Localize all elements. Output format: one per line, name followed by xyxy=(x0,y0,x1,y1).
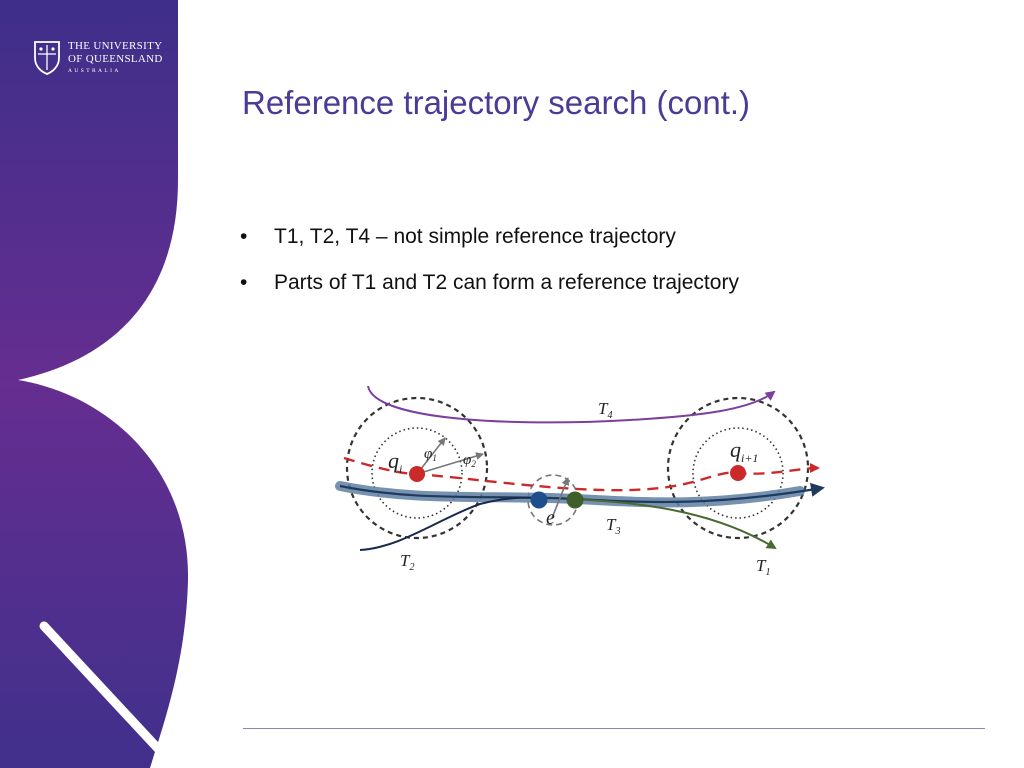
trajectory-t4 xyxy=(367,385,776,424)
bullet-marker: • xyxy=(240,271,248,294)
trajectory-t2 xyxy=(359,496,546,551)
trajectory-point-blue xyxy=(530,491,548,509)
label-qi: qi xyxy=(388,448,402,476)
slide-title: Reference trajectory search (cont.) xyxy=(242,84,751,121)
phi2-arrow xyxy=(416,452,484,475)
query-point-qi1 xyxy=(730,465,746,481)
bullet-text: T1, T2, T4 – not simple reference trajec… xyxy=(274,225,676,248)
logo-text-line1: THE UNIVERSITY xyxy=(68,40,163,52)
label-phi2: φ2 xyxy=(463,452,476,469)
logo-text-line3: AUSTRALIA xyxy=(68,68,121,74)
trajectory-t3 xyxy=(339,482,825,504)
label-t3: T3 xyxy=(606,515,620,537)
label-e: e xyxy=(546,507,555,529)
inner-radius-circle-right xyxy=(692,427,784,519)
query-point-qi xyxy=(409,466,425,482)
e-arrow xyxy=(551,477,570,519)
outer-radius-circle-left xyxy=(345,396,489,540)
logo-text-line2: OF QUEENSLAND xyxy=(68,53,163,65)
bullet-item: • Parts of T1 and T2 can form a reference… xyxy=(240,268,739,314)
label-t1: T1 xyxy=(756,556,770,578)
bullet-text: Parts of T1 and T2 can form a reference … xyxy=(274,271,739,294)
trajectory-point-green xyxy=(566,491,584,509)
label-t2: T2 xyxy=(400,551,414,573)
panel-diagonal-stroke xyxy=(39,621,181,768)
university-logo: THE UNIVERSITY OF QUEENSLAND AUSTRALIA xyxy=(32,40,172,80)
bullet-list: • T1, T2, T4 – not simple reference traje… xyxy=(240,222,739,314)
panel-shape xyxy=(0,0,189,768)
trajectory-t1 xyxy=(569,498,777,550)
footer-divider xyxy=(243,728,985,729)
label-t4: T4 xyxy=(598,399,612,421)
bullet-item: • T1, T2, T4 – not simple reference traje… xyxy=(240,222,739,268)
label-qi1: qi+1 xyxy=(730,437,758,465)
inner-radius-circle-left xyxy=(371,427,463,519)
bullet-marker: • xyxy=(240,225,248,248)
query-trajectory xyxy=(343,456,820,492)
side-branding-panel xyxy=(0,0,189,768)
label-phi1: φ1 xyxy=(424,446,437,463)
trajectory-diagram: T4 qi qi+1 φ1 φ2 e T3 T2 T1 xyxy=(335,385,825,578)
crest-icon xyxy=(34,41,60,75)
